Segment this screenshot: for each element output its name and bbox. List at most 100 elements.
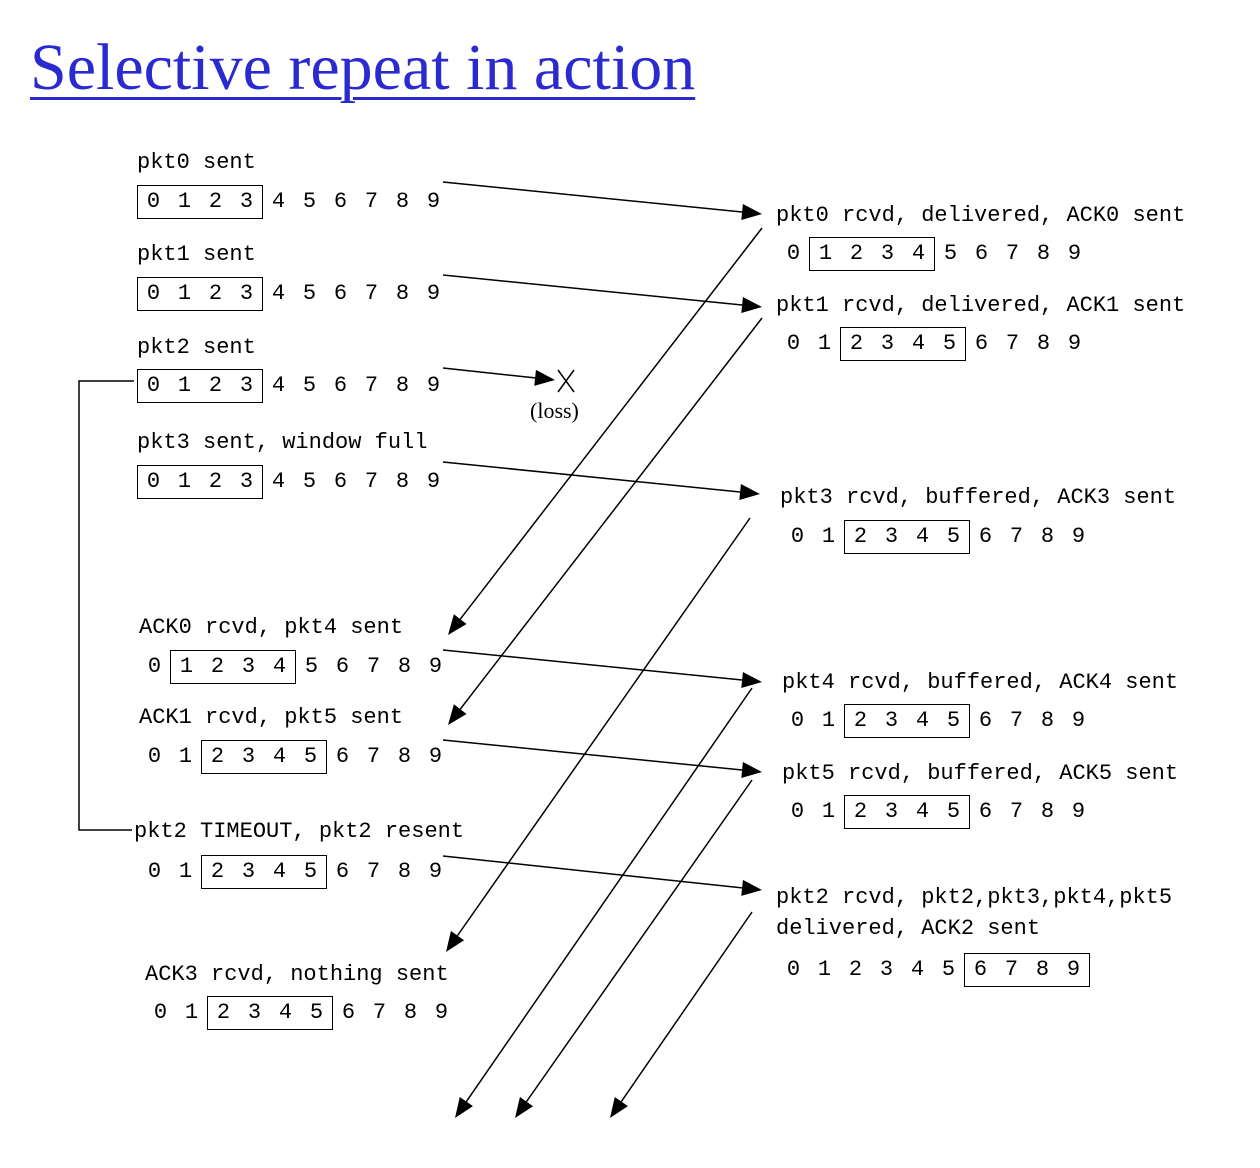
packet-arrow (442, 855, 762, 896)
seq-number: 3 (241, 859, 256, 884)
seq-number: 8 (395, 189, 410, 214)
seq-number: 2 (208, 373, 223, 398)
seq-number: 1 (817, 957, 832, 982)
seq-number: 0 (153, 1000, 168, 1025)
seq-number: 5 (303, 744, 318, 769)
seq-number: 2 (208, 281, 223, 306)
ack-arrow (515, 779, 753, 1118)
seq-number: 3 (241, 744, 256, 769)
receiver-event-label: pkt1 rcvd, delivered, ACK1 sent (776, 293, 1186, 318)
ack-arrow (446, 517, 751, 952)
seq-number: 0 (790, 708, 805, 733)
seq-number: 4 (915, 799, 930, 824)
seq-number: 2 (210, 744, 225, 769)
seq-number: 2 (849, 241, 864, 266)
seq-number: 5 (302, 189, 317, 214)
seq-number: 2 (208, 469, 223, 494)
seq-number: 5 (946, 708, 961, 733)
seq-number: 6 (335, 859, 350, 884)
seq-number: 1 (178, 859, 193, 884)
seq-number: 8 (403, 1000, 418, 1025)
seq-number: 4 (271, 469, 286, 494)
seq-number: 8 (397, 654, 412, 679)
seq-number: 6 (974, 241, 989, 266)
loss-label: (loss) (530, 398, 579, 423)
seq-number: 8 (395, 469, 410, 494)
sender-event-label: pkt1 sent (137, 242, 256, 267)
seq-number: 7 (372, 1000, 387, 1025)
seq-number: 9 (426, 373, 441, 398)
seq-number: 0 (786, 331, 801, 356)
seq-number: 9 (1066, 957, 1081, 982)
seq-number: 3 (239, 189, 254, 214)
seq-number: 6 (333, 281, 348, 306)
seq-number: 5 (302, 469, 317, 494)
seq-number: 1 (817, 331, 832, 356)
seq-number: 7 (366, 859, 381, 884)
seq-number: 6 (973, 957, 988, 982)
seq-number: 2 (853, 524, 868, 549)
seq-number: 8 (1036, 331, 1051, 356)
receiver-event-label: pkt4 rcvd, buffered, ACK4 sent (782, 670, 1179, 695)
seq-number: 4 (271, 189, 286, 214)
seq-number: 1 (821, 708, 836, 733)
seq-number: 7 (1005, 241, 1020, 266)
seq-number: 1 (179, 654, 194, 679)
seq-number: 4 (272, 859, 287, 884)
seq-number: 2 (849, 331, 864, 356)
receiver-event-label-line2: delivered, ACK2 sent (776, 916, 1041, 941)
seq-number: 7 (1004, 957, 1019, 982)
seq-number: 4 (271, 281, 286, 306)
seq-number: 1 (178, 744, 193, 769)
seq-number: 0 (790, 524, 805, 549)
seq-number: 1 (177, 373, 192, 398)
seq-number: 0 (790, 799, 805, 824)
receiver-event-label: pkt2 rcvd, pkt2,pkt3,pkt4,pkt5 (776, 885, 1173, 910)
seq-number: 0 (786, 957, 801, 982)
seq-number: 7 (1009, 708, 1024, 733)
seq-number: 9 (1067, 331, 1082, 356)
seq-number: 8 (1040, 799, 1055, 824)
seq-number: 1 (184, 1000, 199, 1025)
seq-number: 5 (302, 373, 317, 398)
seq-number: 4 (915, 524, 930, 549)
seq-number: 1 (821, 799, 836, 824)
seq-number: 8 (1040, 524, 1055, 549)
seq-number: 5 (943, 241, 958, 266)
sender-event-label: pkt3 sent, window full (137, 430, 428, 455)
seq-number: 9 (1071, 799, 1086, 824)
seq-number: 6 (978, 524, 993, 549)
seq-number: 0 (147, 654, 162, 679)
seq-number: 3 (879, 957, 894, 982)
receiver-event-label: pkt0 rcvd, delivered, ACK0 sent (776, 203, 1186, 228)
timeout-bracket (78, 380, 134, 831)
seq-number: 1 (177, 281, 192, 306)
seq-number: 3 (880, 241, 895, 266)
seq-number: 6 (978, 799, 993, 824)
seq-number: 8 (1040, 708, 1055, 733)
seq-number: 2 (210, 654, 225, 679)
ack-arrow (448, 317, 763, 725)
seq-number: 3 (239, 281, 254, 306)
seq-number: 2 (216, 1000, 231, 1025)
seq-number: 0 (146, 373, 161, 398)
seq-number: 0 (146, 189, 161, 214)
seq-number: 9 (1067, 241, 1082, 266)
seq-number: 9 (434, 1000, 449, 1025)
packet-arrow (442, 739, 762, 778)
seq-number: 6 (978, 708, 993, 733)
seq-number: 9 (1071, 524, 1086, 549)
seq-number: 8 (397, 859, 412, 884)
